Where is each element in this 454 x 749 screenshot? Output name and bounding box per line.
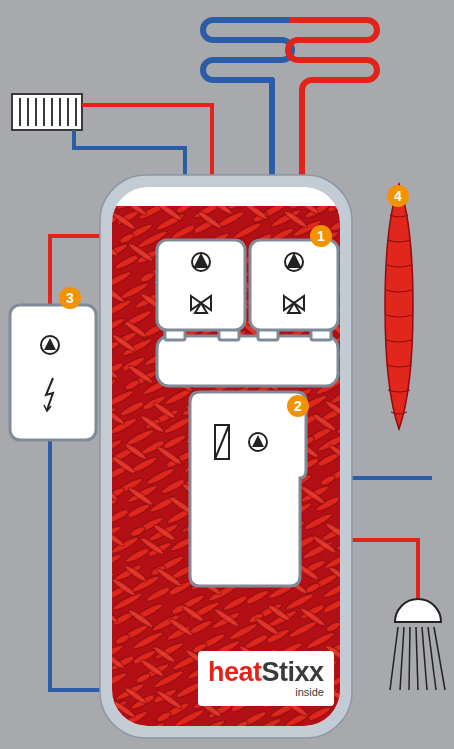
- fresh-water-module: [190, 392, 306, 586]
- radiator: [12, 94, 82, 130]
- pump-and-valve-symbols: [191, 253, 304, 313]
- brand-tagline: inside: [208, 686, 324, 698]
- heating-circuit-modules: [157, 240, 338, 386]
- callout-number: 4: [387, 185, 409, 207]
- callout-number: 1: [310, 225, 332, 247]
- logo-box: heatStixxinside: [198, 651, 334, 706]
- electric-heater-module: [10, 305, 96, 440]
- shower-head: [390, 599, 445, 690]
- brand-name: heatStixx: [208, 658, 324, 686]
- heat-stick: [385, 184, 413, 429]
- callout-number: 2: [287, 395, 309, 417]
- storage-tank: [100, 175, 352, 738]
- callout-number: 3: [59, 287, 81, 309]
